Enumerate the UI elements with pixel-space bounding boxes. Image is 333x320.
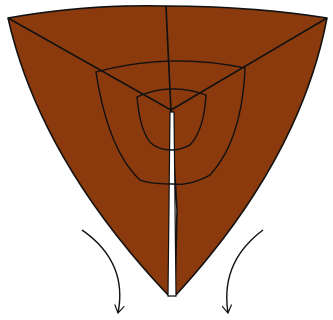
fold-arrow-left — [82, 230, 120, 313]
center-slit — [168, 112, 176, 296]
right-face-panel — [166, 6, 327, 296]
left-face-panel — [8, 6, 171, 296]
fold-arrow-right — [227, 230, 263, 313]
